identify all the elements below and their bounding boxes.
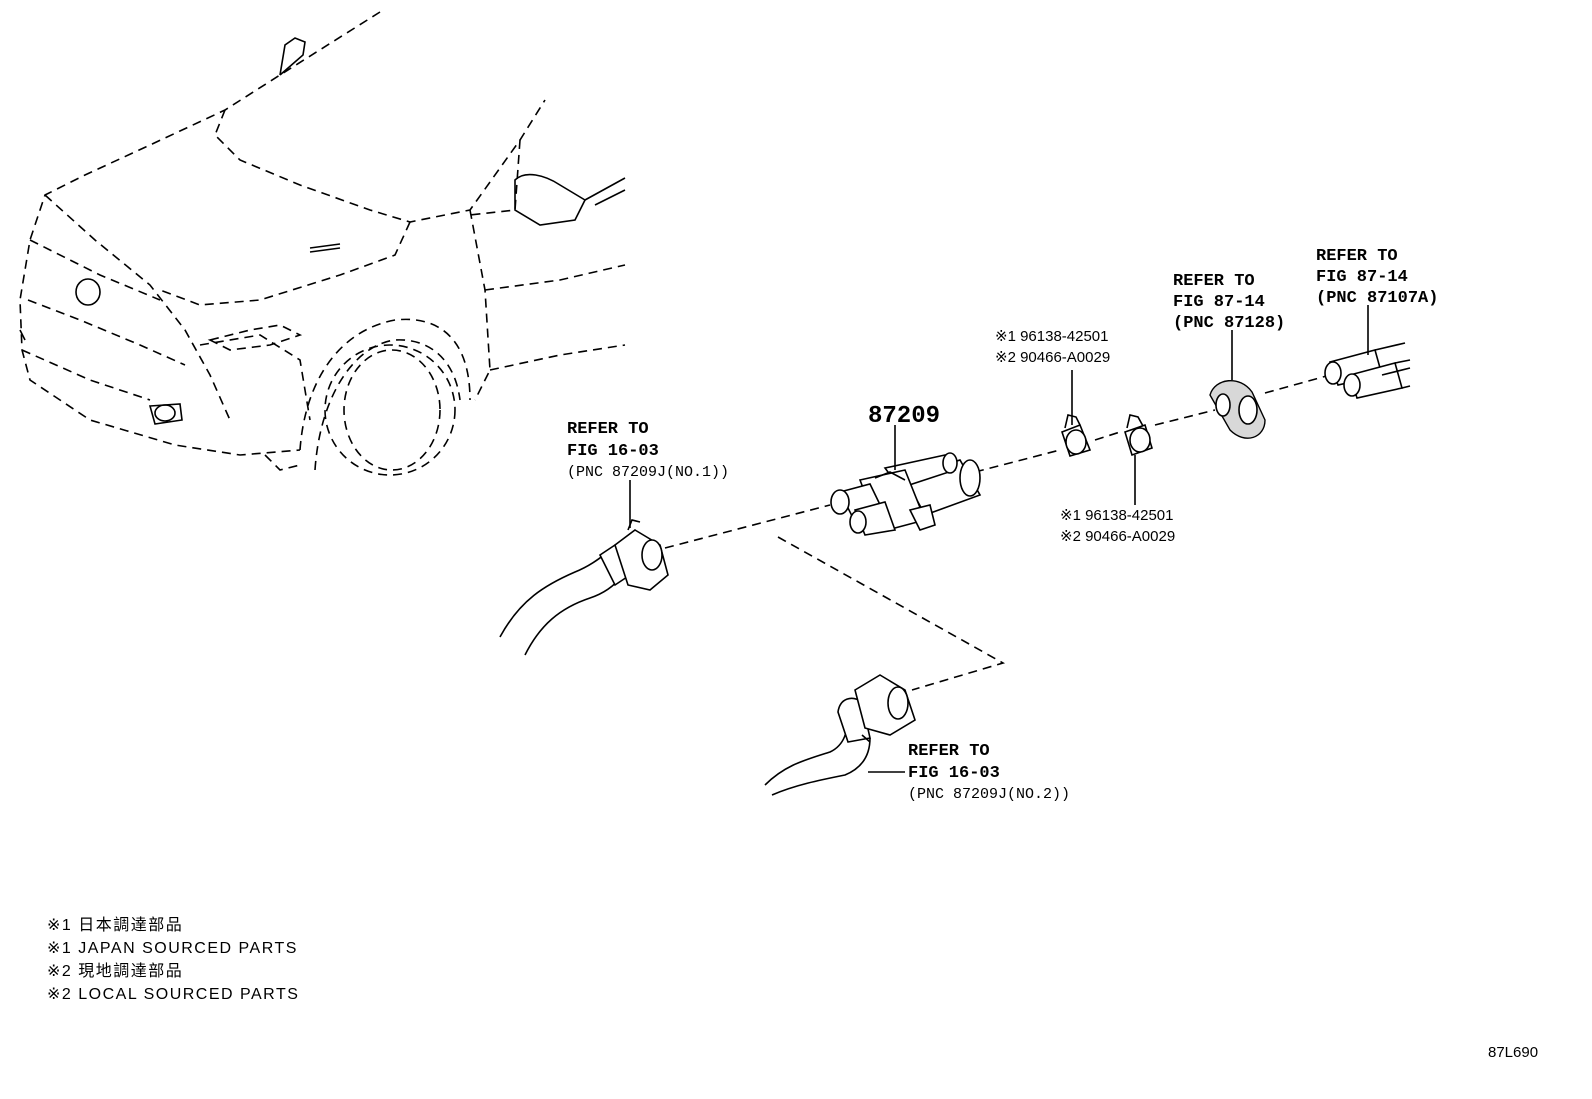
part-87209 bbox=[830, 452, 982, 536]
label-refer-hose1: REFER TO FIG 16-03 (PNC 87209J(NO.1)) bbox=[567, 420, 729, 481]
assembly-centerline-5 bbox=[1264, 374, 1331, 394]
note-4: ※2 LOCAL SOURCED PARTS bbox=[47, 986, 299, 1003]
branch-line bbox=[777, 536, 1006, 691]
assembly-centerline-2 bbox=[974, 449, 1061, 473]
clip-lower bbox=[1124, 414, 1153, 457]
label-refer-grommet: REFER TO FIG 87-14 (PNC 87128) bbox=[1173, 272, 1285, 333]
note-1: ※1 日本調達部品 bbox=[47, 916, 183, 934]
svg-text:(PNC 87209J(NO.2)): (PNC 87209J(NO.2)) bbox=[908, 786, 1070, 803]
clip-upper bbox=[1061, 414, 1092, 457]
label-refer-pipe: REFER TO FIG 87-14 (PNC 87107A) bbox=[1316, 247, 1438, 308]
grommet bbox=[1209, 380, 1266, 439]
svg-text:FIG 87-14: FIG 87-14 bbox=[1173, 293, 1265, 312]
part-number-87209: 87209 bbox=[868, 403, 940, 430]
svg-text:(PNC 87128): (PNC 87128) bbox=[1173, 314, 1285, 333]
label-clip-lower: ※1 96138-42501 ※2 90466-A0029 bbox=[1060, 507, 1175, 545]
svg-text:REFER TO: REFER TO bbox=[1173, 272, 1255, 291]
assembly-centerline-3 bbox=[1094, 431, 1121, 441]
note-2: ※1 JAPAN SOURCED PARTS bbox=[47, 940, 298, 957]
svg-text:FIG 16-03: FIG 16-03 bbox=[567, 442, 659, 461]
svg-text:(PNC 87107A): (PNC 87107A) bbox=[1316, 289, 1438, 308]
svg-text:※1 96138-42501: ※1 96138-42501 bbox=[1060, 507, 1174, 524]
svg-text:(PNC 87209J(NO.1)): (PNC 87209J(NO.1)) bbox=[567, 464, 729, 481]
svg-text:REFER TO: REFER TO bbox=[567, 420, 649, 439]
svg-text:FIG 87-14: FIG 87-14 bbox=[1316, 268, 1408, 287]
note-3: ※2 現地調達部品 bbox=[47, 962, 183, 980]
hose-no2 bbox=[764, 674, 916, 796]
svg-text:※2 90466-A0029: ※2 90466-A0029 bbox=[1060, 528, 1175, 545]
heater-pipe bbox=[1324, 342, 1411, 399]
vehicle-outline bbox=[19, 11, 626, 476]
label-clip-upper: ※1 96138-42501 ※2 90466-A0029 bbox=[995, 328, 1110, 366]
hose-no1 bbox=[499, 519, 669, 656]
svg-text:REFER TO: REFER TO bbox=[908, 742, 990, 761]
assembly-centerline bbox=[664, 504, 831, 549]
svg-text:REFER TO: REFER TO bbox=[1316, 247, 1398, 266]
label-refer-hose2: REFER TO FIG 16-03 (PNC 87209J(NO.2)) bbox=[908, 742, 1070, 803]
figure-code: 87L690 bbox=[1488, 1044, 1538, 1061]
svg-text:※2 90466-A0029: ※2 90466-A0029 bbox=[995, 349, 1110, 366]
notes-legend: ※1 日本調達部品 ※1 JAPAN SOURCED PARTS ※2 現地調達… bbox=[47, 916, 299, 1003]
svg-text:※1 96138-42501: ※1 96138-42501 bbox=[995, 328, 1109, 345]
assembly-centerline-4 bbox=[1154, 409, 1216, 426]
svg-text:FIG 16-03: FIG 16-03 bbox=[908, 764, 1000, 783]
